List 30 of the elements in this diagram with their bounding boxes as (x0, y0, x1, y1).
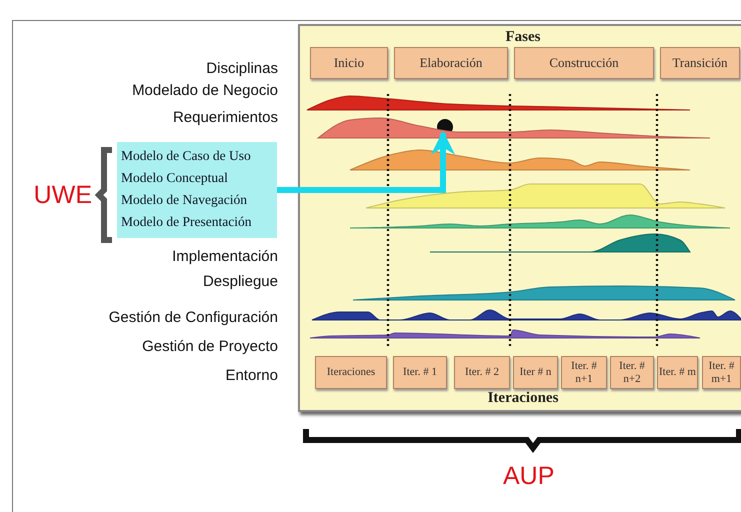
phase-box: Elaboración (394, 47, 508, 79)
discipline-label: Entorno (225, 367, 278, 384)
iteration-box: Iter. # n+1 (561, 356, 607, 389)
iteration-box: Iter. # n+2 (610, 356, 654, 389)
iteration-box: Iter. # m+1 (702, 356, 741, 389)
iteration-box: Iter # n (513, 356, 558, 389)
panel-heading: Fases (504, 29, 542, 46)
group-label: UWE (34, 181, 92, 210)
discipline-label: Disciplinas (206, 60, 278, 77)
phase-box: Construcción (514, 47, 654, 79)
discipline-label: Requerimientos (172, 109, 278, 126)
phase-box: Transición (660, 47, 740, 79)
arrow (277, 130, 455, 193)
model-name: Modelo de Caso de Uso (121, 147, 251, 165)
panel-heading: Iteraciones (486, 390, 560, 407)
discipline-label: Modelado de Negocio (132, 82, 278, 99)
discipline-label: Gestión de Configuración (108, 309, 278, 326)
iteration-box: Iter. # m (657, 356, 698, 389)
group-label: AUP (503, 462, 554, 491)
iteration-box: Iteraciones (315, 356, 387, 389)
iteration-box: Iter. # 2 (454, 356, 510, 389)
model-name: Modelo de Navegación (121, 191, 247, 209)
model-name: Modelo Conceptual (121, 169, 228, 187)
iteration-box: Iter. # 1 (393, 356, 447, 389)
model-name: Modelo de Presentación (121, 213, 252, 231)
discipline-label: Despliegue (202, 273, 278, 290)
model-list-box (117, 142, 277, 238)
discipline-label: Gestión de Proyecto (142, 338, 278, 355)
discipline-label: Implementación (172, 248, 278, 265)
phase-box: Inicio (310, 47, 388, 79)
